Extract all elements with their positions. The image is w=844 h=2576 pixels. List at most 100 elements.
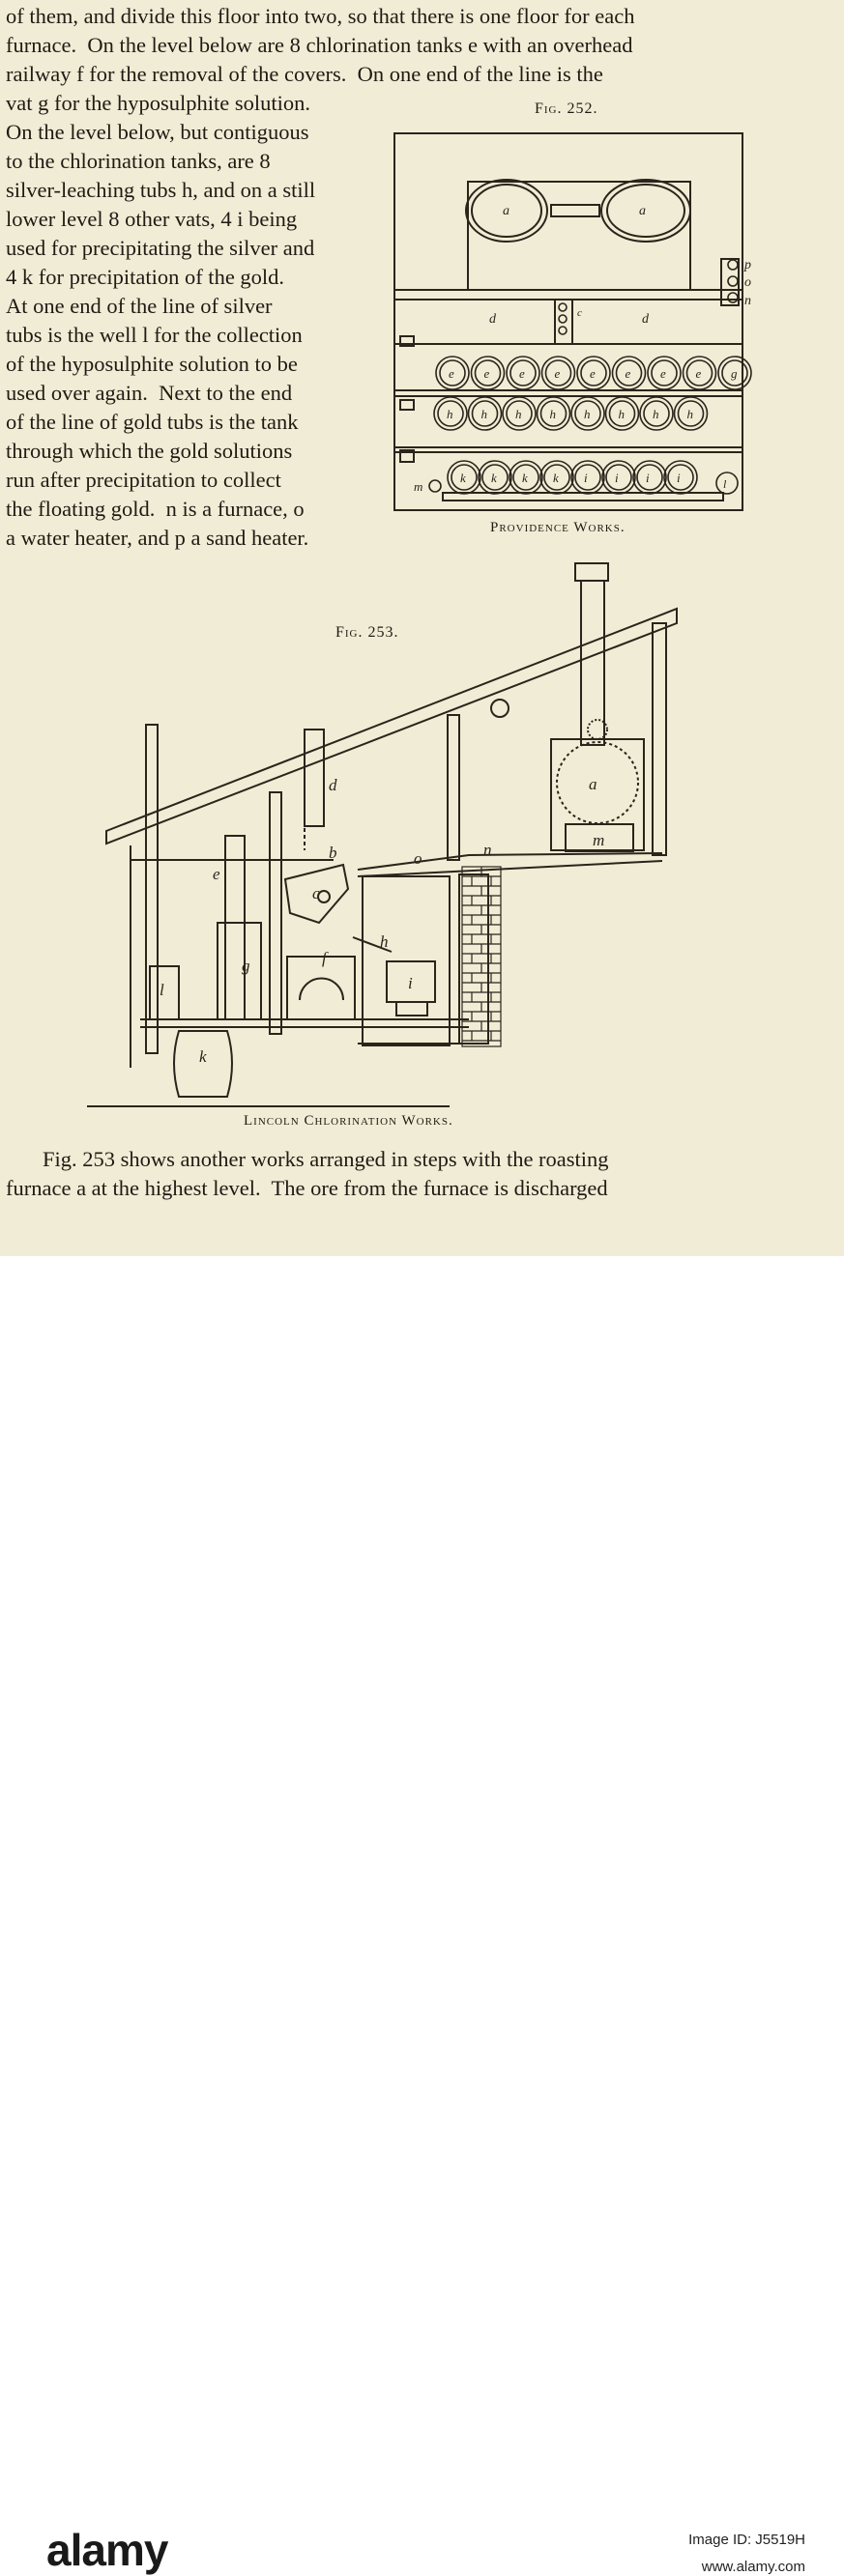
paragraph-line: the floating gold. n is a furnace, o (6, 497, 305, 521)
fig252-label-h: h (481, 407, 488, 421)
stock-footer: alamy Image ID: J5519H www.alamy.com (0, 1256, 844, 2575)
tub-inner (474, 359, 502, 386)
brand-logo: alamy (46, 2525, 168, 2575)
fig252-label-d: d (489, 312, 497, 327)
tub-outline (717, 356, 752, 390)
fig252-label-k: k (522, 471, 528, 485)
tub-outline (435, 356, 470, 390)
paragraph-line: furnace a at the highest level. The ore … (6, 1176, 608, 1200)
tub-outline (506, 356, 540, 390)
tub-outline (632, 460, 667, 495)
paragraph-line: used for precipitating the silver and (6, 236, 315, 260)
tub-inner (608, 400, 636, 427)
book-page: of them, and divide this floor into two,… (0, 0, 844, 1256)
fig252-label-h: h (653, 407, 659, 421)
tub-inner (636, 464, 663, 491)
paragraph-line: to the chlorination tanks, are 8 (6, 149, 271, 173)
tub-outline (673, 396, 709, 431)
tub-inner (574, 464, 601, 491)
fig252-label-i: i (584, 471, 588, 485)
tub-outline (611, 356, 647, 390)
paragraph-line: a water heater, and p a sand heater. (6, 526, 309, 550)
fig-253-diagram: a b c d e f g h i k l m n o (87, 562, 678, 1107)
tub-inner (481, 464, 509, 491)
fig252-label-e: e (555, 366, 561, 381)
tub-inner (471, 400, 499, 427)
fig252-label-h: h (447, 407, 453, 421)
tub-inner (506, 400, 533, 427)
paragraph-line: used over again. Next to the end (6, 381, 293, 405)
site-url[interactable]: www.alamy.com (701, 2559, 805, 2575)
tub-outline (433, 396, 468, 431)
paragraph-line: lower level 8 other vats, 4 i being (6, 207, 298, 231)
fig252-label-a: a (503, 204, 509, 218)
fig252-label-i: i (615, 471, 619, 485)
fig253-label-g: g (242, 957, 250, 975)
tub-inner (721, 359, 748, 386)
tub-outline (663, 460, 698, 495)
fig252-label-e: e (449, 366, 454, 381)
fig253-label-n: n (483, 841, 492, 859)
tub-outline (536, 396, 571, 431)
tub-inner (539, 400, 568, 427)
fig252-label-o: o (744, 275, 751, 290)
tub-inner (544, 359, 572, 386)
fig-252-caption: Providence Works. (490, 520, 626, 535)
fig252-label-h: h (687, 407, 694, 421)
fig-253-caption: Lincoln Chlorination Works. (244, 1113, 453, 1129)
fig252-label-e: e (484, 366, 490, 381)
tub-outline (576, 356, 611, 390)
paragraph-line: of the hyposulphite solution to be (6, 352, 298, 376)
paragraph-line: of them, and divide this floor into two,… (6, 4, 635, 28)
fig253-label-m: m (593, 831, 604, 849)
tub-inner (667, 464, 694, 491)
tub-inner (437, 400, 464, 427)
fig252-label-e: e (519, 366, 525, 381)
tub-outline (540, 356, 576, 390)
tub-outline (470, 356, 506, 390)
tub-outline (570, 460, 605, 495)
fig253-label-l: l (160, 981, 164, 999)
fig253-label-a: a (589, 775, 597, 793)
fig253-label-b: b (329, 844, 337, 862)
tub-inner (451, 464, 478, 491)
fig252-label-e: e (660, 366, 666, 381)
fig252-label-k: k (460, 471, 466, 485)
tub-inner (509, 359, 537, 386)
fig252-label-e: e (696, 366, 702, 381)
tub-inner (615, 359, 643, 386)
fig-253-label: Fig. 253. (335, 624, 399, 641)
fig252-label-k: k (491, 471, 497, 485)
tub-outline (647, 356, 682, 390)
tub-outline (682, 356, 717, 390)
paragraph-line: through which the gold solutions (6, 439, 293, 463)
fig252-label-h: h (619, 407, 626, 421)
paragraph-line: railway f for the removal of the covers.… (6, 62, 603, 86)
tub-inner (512, 464, 539, 491)
fig253-label-k: k (199, 1047, 207, 1066)
paragraph-line: run after precipitation to collect (6, 468, 281, 492)
tub-outline (604, 396, 640, 431)
tub-outline (601, 460, 636, 495)
fig253-label-d: d (329, 776, 337, 794)
fig253-label-o: o (414, 849, 422, 868)
fig252-label-c: c (577, 307, 582, 319)
tub-inner (651, 359, 678, 386)
fig-252-label: Fig. 252. (535, 100, 598, 117)
fig252-label-i: i (646, 471, 650, 485)
tub-inner (685, 359, 713, 386)
paragraph-line: On the level below, but contiguous (6, 120, 309, 144)
fig252-label-h: h (550, 407, 557, 421)
fig253-label-e: e (213, 865, 220, 883)
image-id-text: Image ID: J5519H (688, 2532, 805, 2548)
paragraph-line: furnace. On the level below are 8 chlori… (6, 33, 633, 57)
tub-outline (447, 460, 481, 495)
paragraph-line: silver-leaching tubs h, and on a still (6, 178, 316, 202)
fig252-label-d: d (642, 312, 650, 327)
tub-inner (677, 400, 705, 427)
tub-inner (574, 400, 601, 427)
paragraph-line: Fig. 253 shows another works arranged in… (43, 1147, 609, 1171)
tub-inner (543, 464, 570, 491)
paragraph-line: of the line of gold tubs is the tank (6, 410, 299, 434)
